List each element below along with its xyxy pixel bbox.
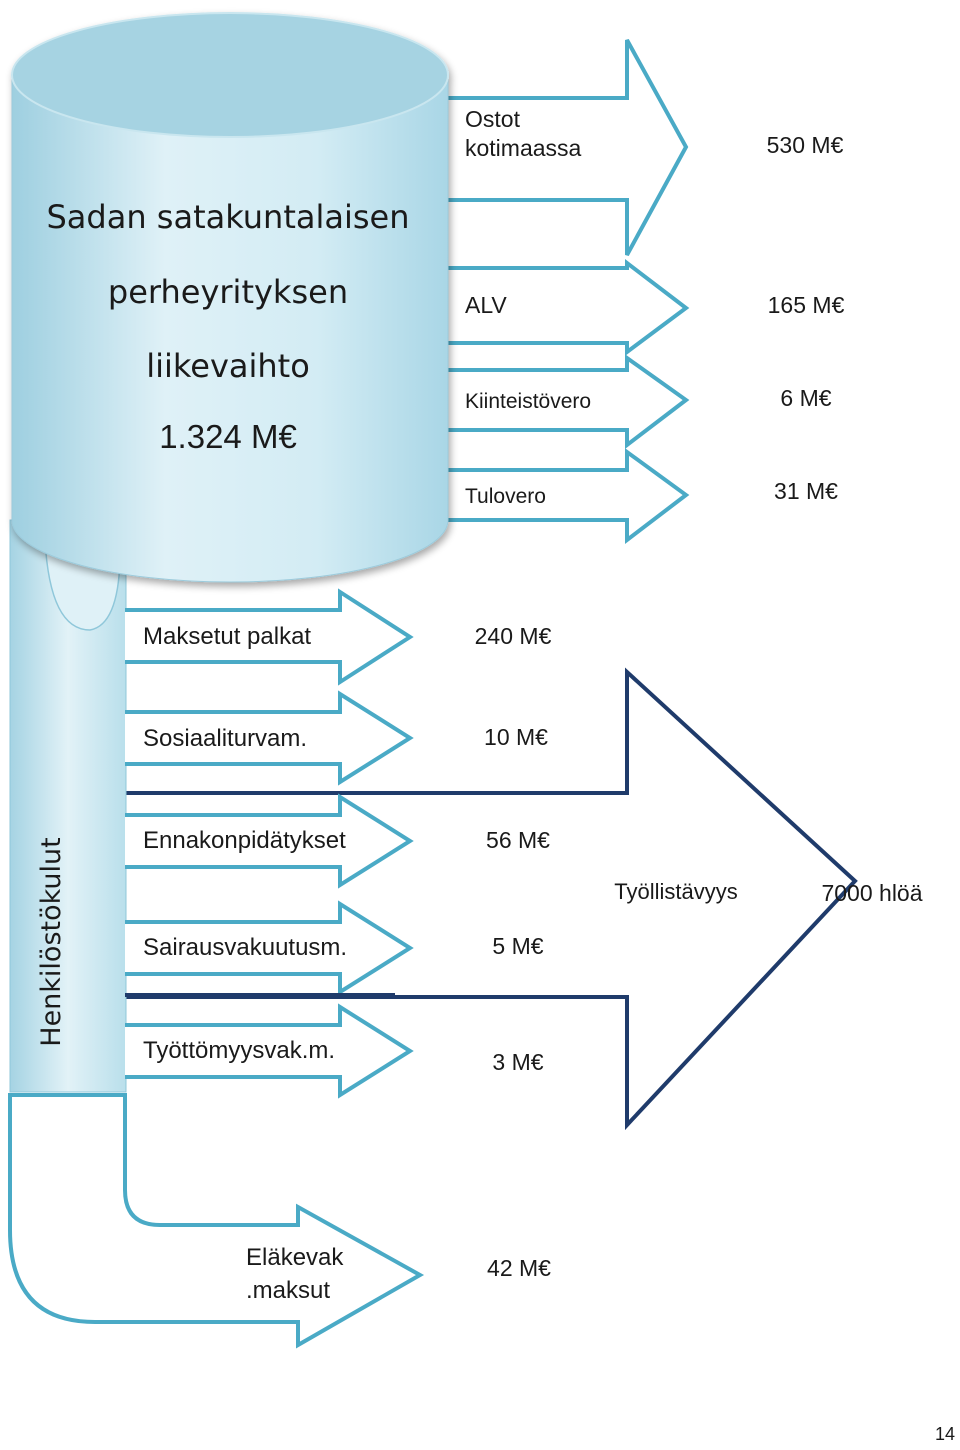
staff-arrows: [125, 588, 414, 1099]
label-ostot-2: kotimaassa: [465, 135, 582, 161]
page-number: 14: [935, 1424, 955, 1444]
value-sairausvakuutus: 5 M€: [492, 933, 543, 959]
arrow-kiinteistovero: [445, 354, 690, 450]
value-tulovero: 31 M€: [774, 478, 838, 504]
arrow-alv: [445, 258, 690, 356]
label-elakevak-1: Eläkevak: [246, 1244, 344, 1271]
cylinder-line-2: perheyrityksen: [108, 273, 348, 311]
label-sosiaaliturva: Sosiaaliturvam.: [143, 725, 307, 752]
label-ostot-1: Ostot: [465, 106, 521, 132]
employment-arrow: [125, 667, 858, 1131]
label-alv: ALV: [465, 292, 507, 318]
label-ennakonpidatykset: Ennakonpidätykset: [143, 827, 346, 854]
revenue-cylinder: [11, 12, 449, 583]
arrow-tulovero: [445, 448, 690, 545]
staff-costs-label: Henkilöstökulut: [36, 837, 67, 1046]
value-sosiaaliturva: 10 M€: [484, 724, 548, 750]
label-palkat: Maksetut palkat: [143, 623, 311, 650]
arrow-tyottomyysvakuutus: [125, 1003, 414, 1099]
value-ostot: 530 M€: [767, 132, 844, 158]
arrow-sosiaaliturva: [125, 690, 414, 786]
value-elakevak: 42 M€: [487, 1255, 551, 1281]
value-tyottomyysvakuutus: 3 M€: [492, 1049, 543, 1075]
label-tyollistavyys: Työllistävyys: [614, 879, 737, 904]
value-palkat: 240 M€: [475, 623, 552, 649]
label-kiinteistovero: Kiinteistövero: [465, 390, 591, 413]
arrow-ennakonpidatykset: [125, 793, 414, 889]
cylinder-line-4: 1.324 M€: [159, 418, 297, 455]
arrow-ostot: [445, 39, 689, 256]
value-kiinteistovero: 6 M€: [780, 385, 831, 411]
pension-arrow: [8, 1093, 425, 1349]
value-ennakonpidatykset: 56 M€: [486, 827, 550, 853]
top-arrows: [445, 39, 690, 545]
label-elakevak-2: .maksut: [246, 1277, 330, 1304]
arrow-sairausvakuutus: [125, 900, 414, 996]
arrow-palkat: [125, 588, 414, 686]
label-sairausvakuutus: Sairausvakuutusm.: [143, 934, 347, 961]
label-tyottomyysvakuutus: Työttömyysvak.m.: [143, 1037, 335, 1064]
value-alv: 165 M€: [768, 292, 845, 318]
cylinder-line-1: Sadan satakuntalaisen: [46, 198, 409, 236]
value-tyollistavyys: 7000 hlöä: [821, 880, 922, 906]
label-tulovero: Tulovero: [465, 485, 546, 508]
cylinder-line-3: liikevaihto: [146, 347, 310, 385]
